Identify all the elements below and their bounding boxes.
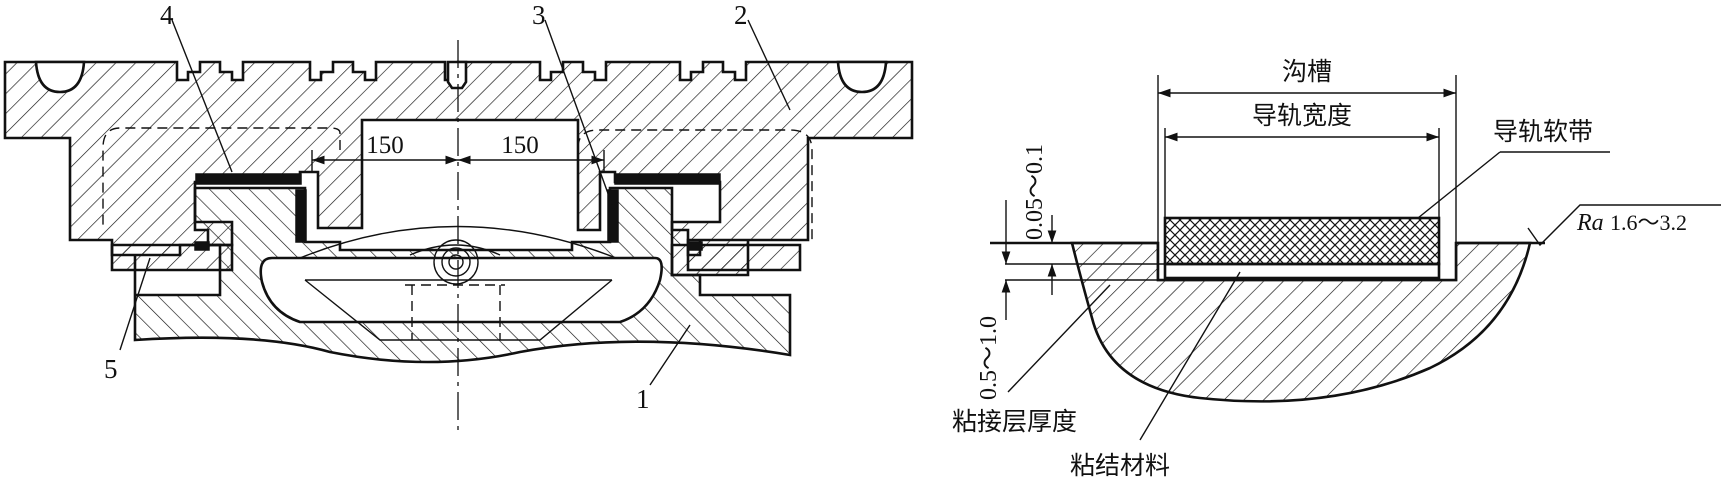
adhesive-layer (1163, 262, 1441, 280)
roughness-symbol (1527, 204, 1721, 247)
part-number-2: 2 (734, 0, 748, 30)
left-cross-section: 150 150 4 3 2 5 1 (3, 0, 914, 430)
part-number-5: 5 (104, 354, 118, 384)
adhesive-label: 粘结材料 (1070, 451, 1170, 480)
right-cross-section: 沟槽 导轨宽度 导轨软带 Ra 1.6～3.2 0.05～0.1 0.5～1.0… (952, 57, 1721, 480)
bond-thickness-leader (1007, 284, 1111, 393)
clamp-plate-left-part-5 (110, 243, 234, 272)
carriage-body-part-2 (3, 60, 914, 277)
carriage-right-lug (836, 60, 888, 94)
soft-strip-side-left (295, 189, 307, 243)
clamp-plate-right (686, 243, 802, 272)
dim-150-left: 150 (366, 132, 404, 159)
leader-5 (119, 257, 151, 351)
soft-strip-side-right-part-3 (607, 189, 619, 243)
adjust-screw-circle-mid (441, 247, 471, 277)
soft-strip-clamp-left (194, 241, 210, 251)
leader-1 (649, 324, 691, 386)
adjust-screw-hidden (405, 284, 505, 340)
carriage-left-lug (34, 60, 86, 94)
leader-3 (544, 19, 615, 211)
hidden-contour-right (577, 129, 813, 245)
groove-depth-value: 0.05～0.1 (1022, 144, 1048, 240)
soft-strip (1163, 216, 1441, 266)
leader-4 (171, 19, 233, 173)
soft-strip-label: 导轨软带 (1493, 117, 1593, 146)
center-bolt-hole (446, 60, 468, 90)
rail-width-label: 导轨宽度 (1252, 101, 1352, 130)
leader-2 (747, 19, 791, 111)
soft-strip-top-left-part-4 (195, 173, 302, 185)
soft-strip-leader (1417, 151, 1501, 219)
soft-strip-clamp-right (687, 241, 703, 251)
adjust-screw-housing (409, 244, 501, 256)
adjust-screw-circle-outer (433, 239, 479, 285)
roughness-ra: Ra (1576, 210, 1604, 236)
part-number-1: 1 (636, 384, 650, 414)
soft-strip-top-right (614, 173, 721, 185)
roughness-value: 1.6～3.2 (1610, 210, 1687, 235)
central-recess (259, 256, 663, 324)
adjust-screw-circle-inner (448, 254, 464, 270)
groove-label: 沟槽 (1282, 57, 1332, 86)
part-number-3: 3 (532, 0, 546, 30)
bond-thickness-label: 粘接层厚度 (952, 407, 1077, 436)
dim-150-right: 150 (501, 132, 539, 159)
adhesive-leader (1139, 271, 1241, 441)
layer-thickness-value: 0.5～1.0 (976, 316, 1002, 400)
hidden-contour-left (102, 127, 341, 230)
part-number-4: 4 (160, 0, 174, 30)
